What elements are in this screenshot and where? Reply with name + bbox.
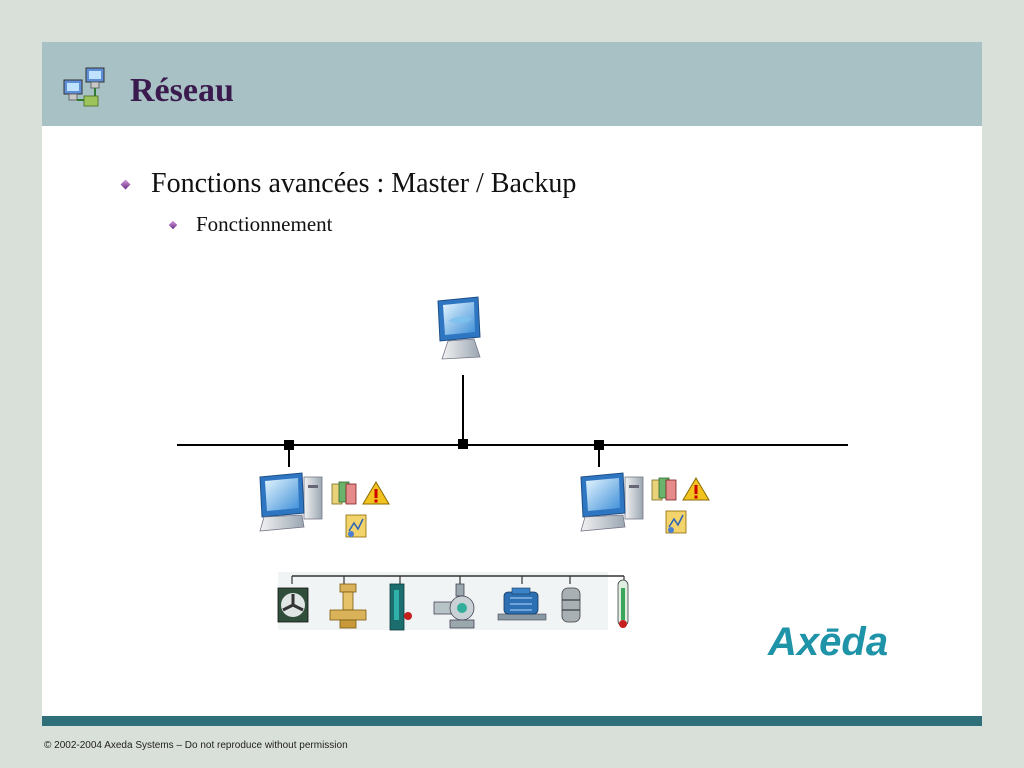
tank-icon: [561, 587, 581, 623]
pump-icon: [433, 583, 475, 629]
trend-chart-icon: [345, 514, 367, 538]
fan-icon: [277, 587, 309, 623]
network-diagram: [177, 296, 848, 631]
panel-icon: [389, 583, 412, 631]
valve-icon: [329, 583, 367, 629]
display-monitor-icon: [437, 296, 481, 360]
copyright-note: © 2002-2004 Axeda Systems – Do not repro…: [44, 740, 348, 751]
thermometer-icon: [617, 579, 629, 628]
title-bar: Réseau: [42, 42, 982, 126]
bus-junction: [284, 440, 294, 450]
desktop-computer-icon: [580, 472, 644, 532]
bullet-text: Fonctions avancées : Master / Backup: [151, 168, 577, 199]
slide: Réseau Fonctions avancées : Master / Bac…: [42, 42, 982, 726]
axeda-logo: Axēda: [768, 620, 889, 664]
trend-chart-icon: [665, 510, 687, 534]
network-computers-icon: [63, 67, 105, 107]
page-title: Réseau: [130, 72, 234, 109]
alarm-warning-icon: [682, 477, 710, 501]
alarm-warning-icon: [362, 481, 390, 505]
bullet-level2: Fonctionnement: [168, 212, 333, 236]
database-icon: [651, 477, 677, 501]
desktop-computer-icon: [259, 472, 323, 532]
bullet-level1: Fonctions avancées : Master / Backup: [120, 168, 577, 199]
bus-junction: [458, 439, 468, 449]
database-icon: [331, 481, 357, 505]
motor-icon: [497, 587, 547, 621]
footer-rule: [42, 716, 982, 726]
bus-junction: [594, 440, 604, 450]
equipment-strip: [277, 572, 629, 631]
bullet-text: Fonctionnement: [196, 212, 333, 236]
